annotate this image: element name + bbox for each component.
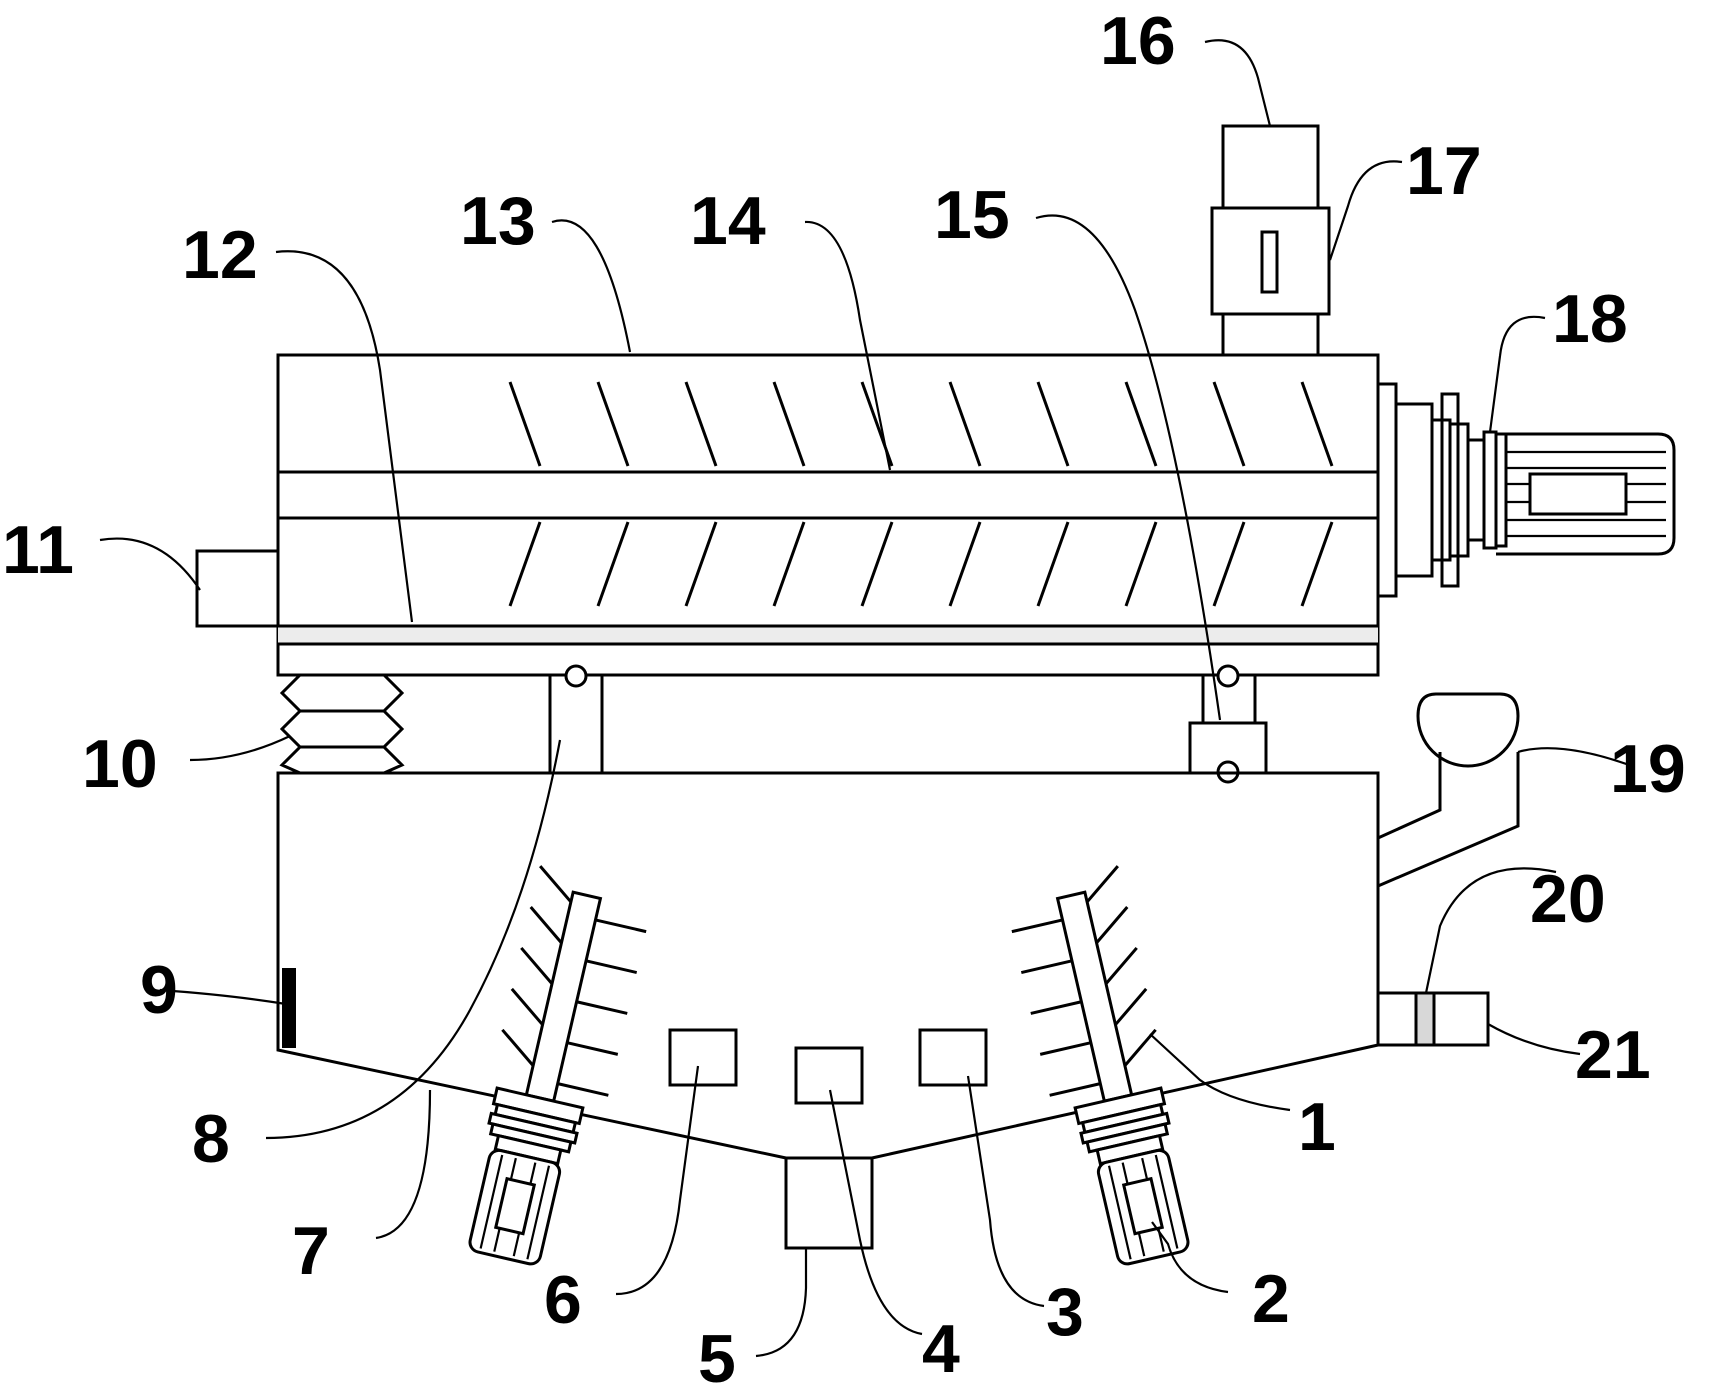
- label-8: 8: [192, 1101, 230, 1177]
- label-12: 12: [182, 217, 258, 293]
- label-2: 2: [1252, 1261, 1290, 1337]
- sensor-box-right: [918, 1028, 988, 1087]
- label-19: 19: [1610, 731, 1686, 807]
- outlet-box: [195, 549, 280, 628]
- drain-outlet: [1376, 991, 1490, 1047]
- label-15: 15: [934, 177, 1010, 253]
- label-21: 21: [1575, 1017, 1651, 1093]
- sensor-box-left: [668, 1028, 738, 1087]
- leader-lines: [99, 39, 1633, 1358]
- label-10: 10: [82, 726, 158, 802]
- label-18: 18: [1552, 281, 1628, 357]
- spiral-blades: [508, 381, 1334, 607]
- stirrer-right: [1011, 865, 1190, 1266]
- label-17: 17: [1406, 133, 1482, 209]
- upper-drum: [276, 353, 1380, 677]
- label-20: 20: [1530, 861, 1606, 937]
- label-3: 3: [1046, 1274, 1084, 1350]
- lower-tank: [276, 771, 1380, 1250]
- label-9: 9: [140, 952, 178, 1028]
- pump: [1377, 692, 1520, 888]
- level-sensor: [282, 968, 296, 1048]
- callout-labels: 16 17 18 15 14 13 12 11 10 19 20 9 21 1 …: [2, 3, 1686, 1391]
- supports: [548, 664, 1268, 784]
- sensor-box-center: [794, 1046, 864, 1105]
- spring-damper: [279, 673, 405, 775]
- label-7: 7: [292, 1213, 330, 1289]
- stirrer-left: [468, 865, 647, 1266]
- label-16: 16: [1100, 3, 1176, 79]
- label-6: 6: [544, 1262, 582, 1338]
- label-5: 5: [698, 1321, 736, 1391]
- label-13: 13: [460, 183, 536, 259]
- label-4: 4: [922, 1311, 960, 1387]
- label-14: 14: [690, 183, 766, 259]
- label-11: 11: [2, 512, 74, 588]
- drive-motor: [1376, 382, 1676, 598]
- label-1: 1: [1298, 1089, 1336, 1165]
- feed-inlet: [1210, 124, 1331, 357]
